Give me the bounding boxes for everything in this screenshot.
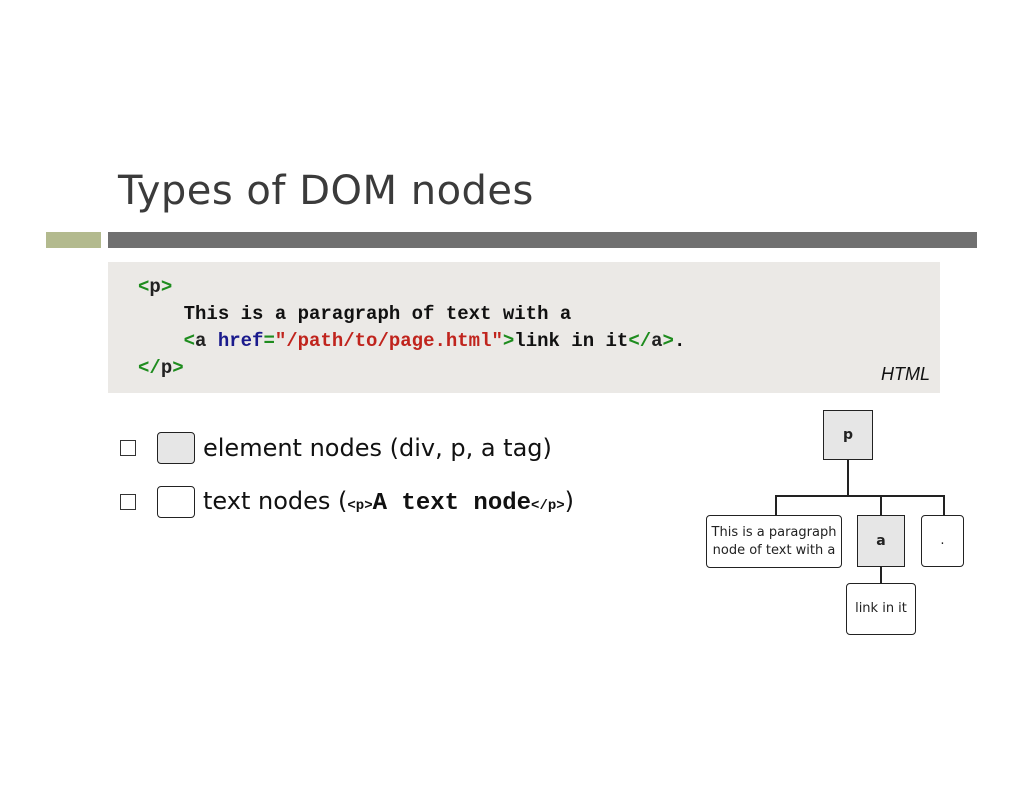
tree-node-text-1: This is a paragraph node of text with a [706, 515, 842, 568]
inline-close-tag: </p> [531, 498, 565, 514]
tree-connector-child-1 [775, 495, 777, 516]
code-line-1: <p> [138, 276, 173, 298]
legend-item-text: text nodes (<p>A text node</p>) [120, 482, 574, 522]
code-block: <p> This is a paragraph of text with a <… [108, 262, 940, 393]
title-accent-bar [46, 232, 101, 248]
tree-node-text-2: . [921, 515, 964, 567]
code-line-2: This is a paragraph of text with a [183, 303, 572, 325]
legend-text-label: text nodes (<p>A text node</p>) [203, 487, 575, 517]
code-listing: <p> This is a paragraph of text with a <… [138, 274, 685, 382]
element-node-swatch [157, 432, 195, 464]
legend-item-element: element nodes (div, p, a tag) [120, 428, 552, 468]
bullet-square-icon [120, 440, 136, 456]
code-line-3: <a href="/path/to/page.html">link in it<… [183, 330, 686, 352]
tree-connector-root [847, 460, 849, 496]
title-divider-bar [108, 232, 977, 248]
legend-element-label: element nodes (div, p, a tag) [203, 434, 552, 462]
code-line-4: </p> [138, 357, 184, 379]
text-node-swatch [157, 486, 195, 518]
slide-title: Types of DOM nodes [118, 168, 534, 214]
tree-connector-child-3 [943, 495, 945, 516]
tree-node-p: p [823, 410, 873, 460]
tree-connector-grandchild [880, 567, 882, 584]
inline-open-tag: <p> [347, 498, 373, 514]
tree-connector-child-2 [880, 495, 882, 516]
tree-connector-horizontal [775, 495, 944, 497]
bullet-square-icon [120, 494, 136, 510]
inline-code-text: A text node [372, 490, 532, 517]
tree-node-text-3: link in it [846, 583, 916, 635]
code-language-label: HTML [881, 364, 930, 384]
tree-node-a: a [857, 515, 905, 567]
